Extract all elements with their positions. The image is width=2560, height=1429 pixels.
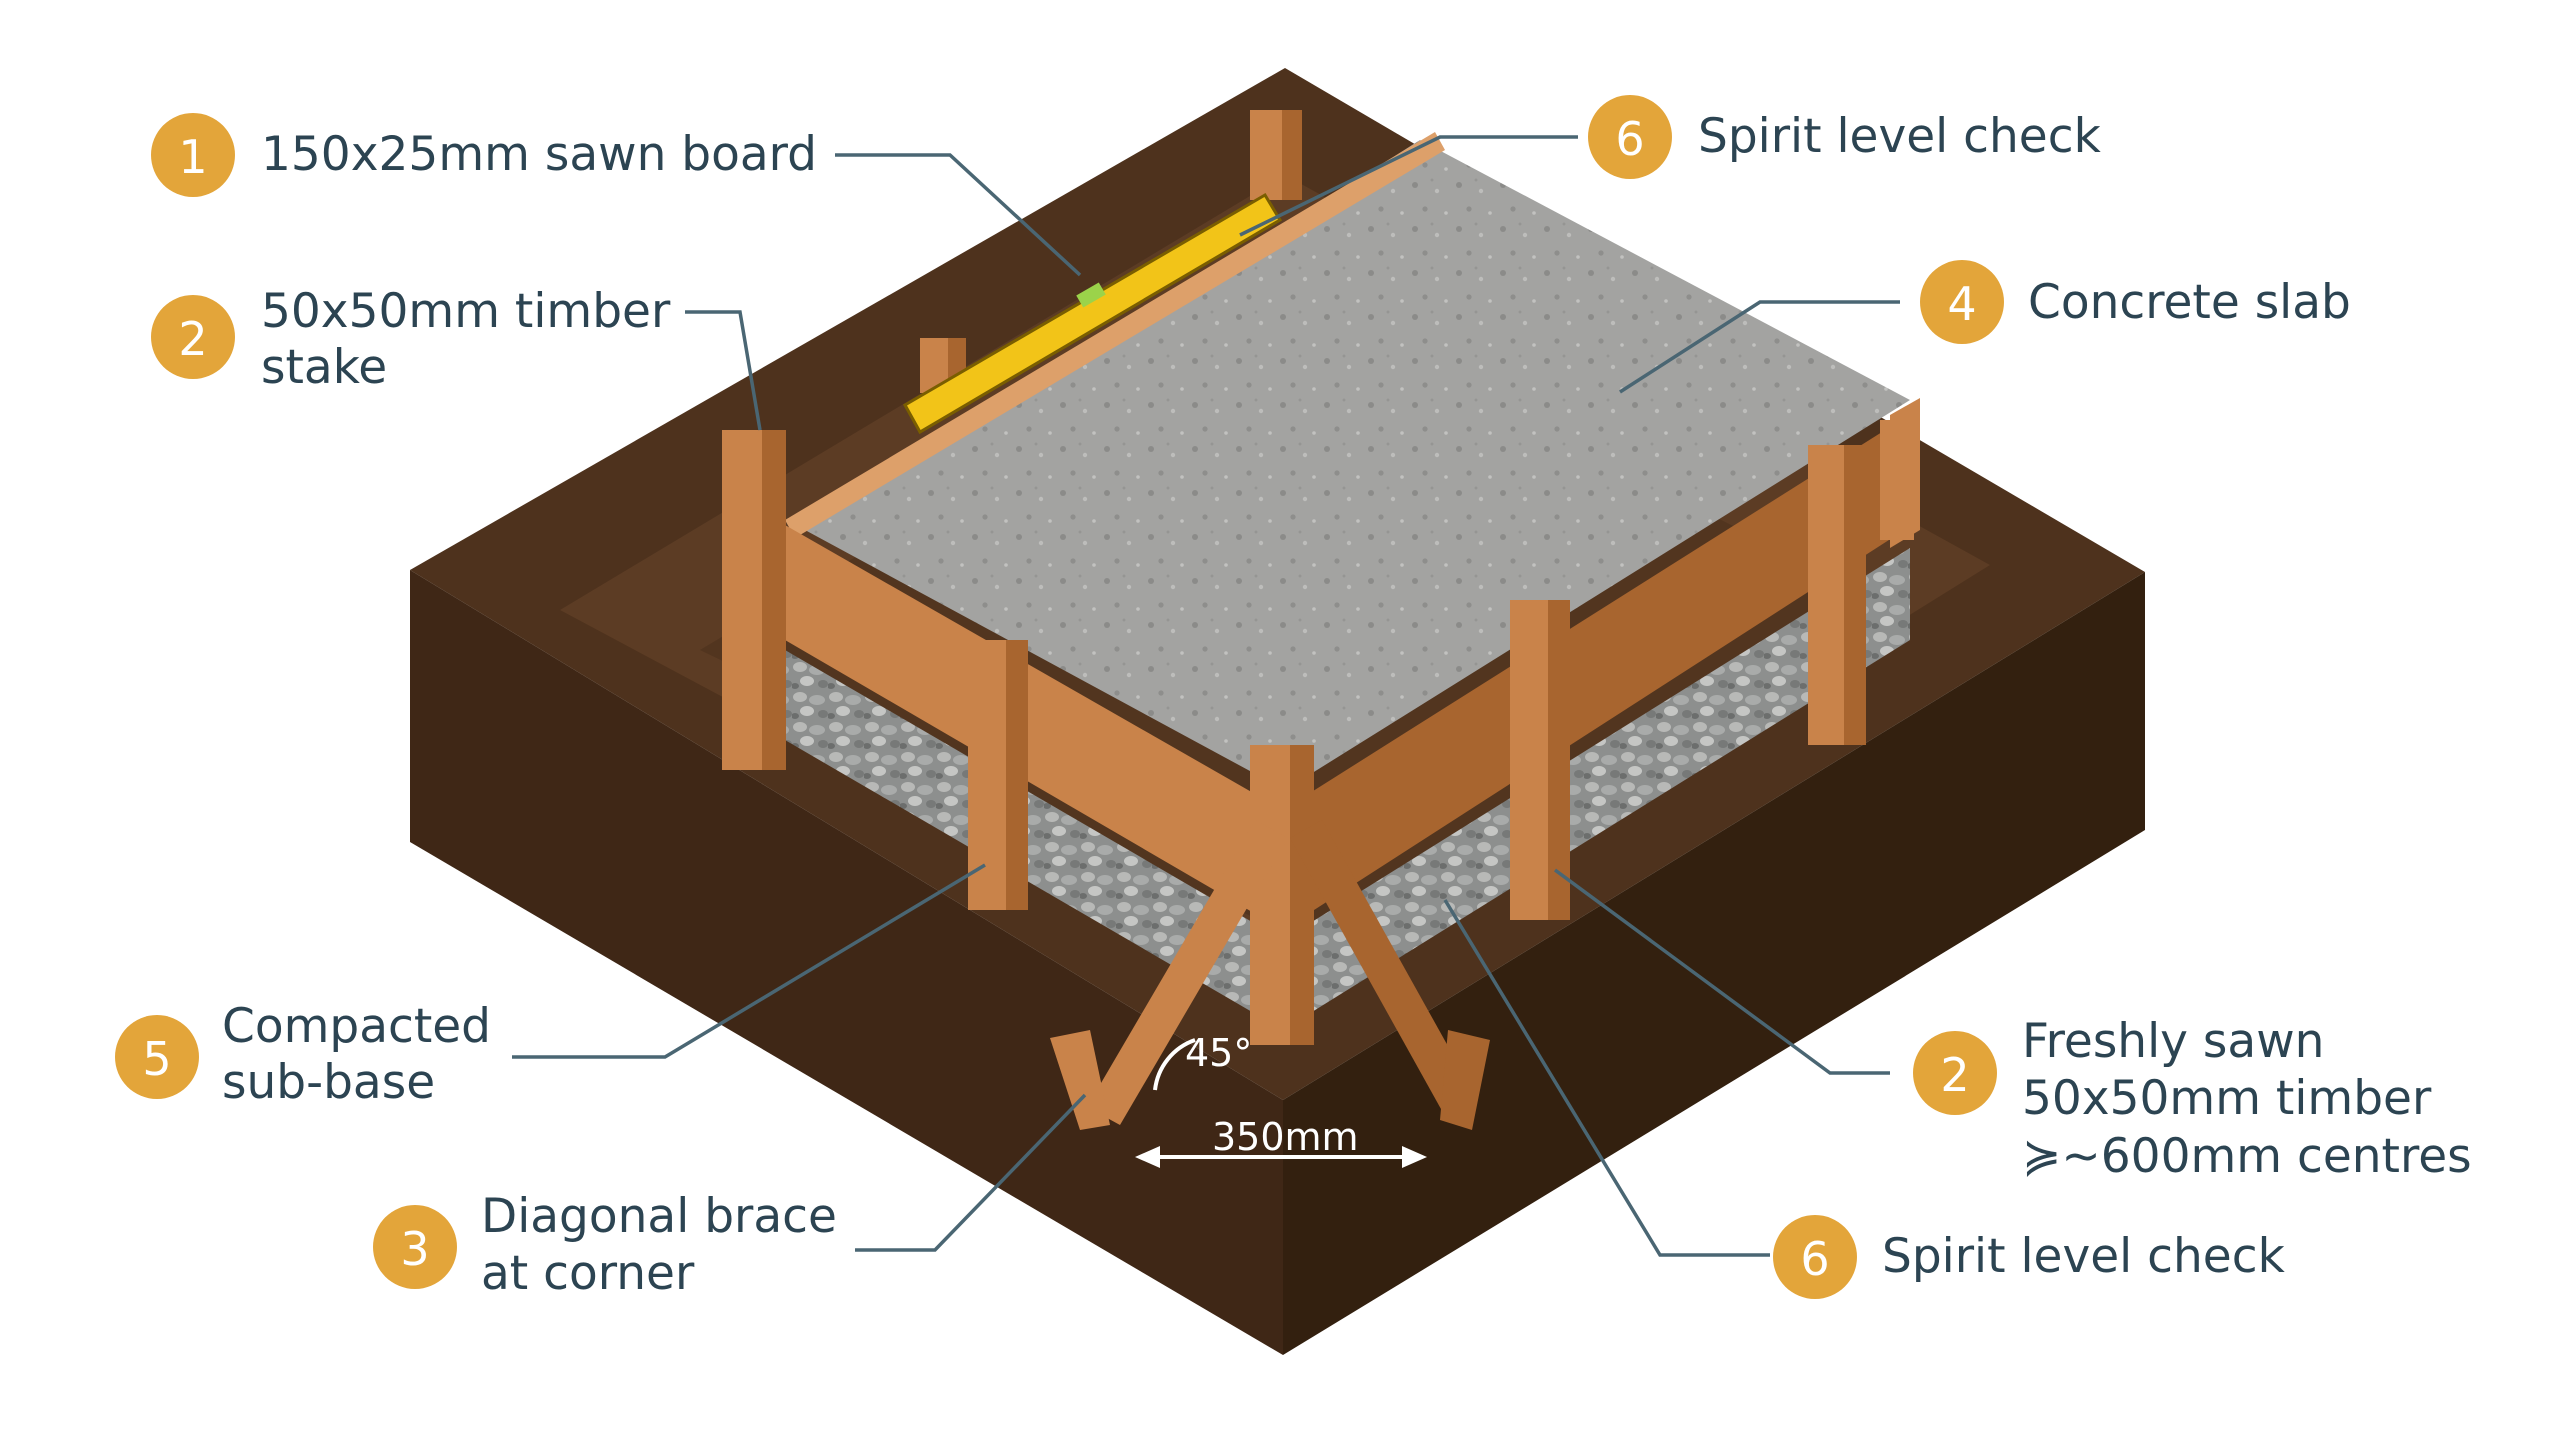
callout-4: 4 Concrete slab xyxy=(1920,260,2351,344)
callout-number: 6 xyxy=(1615,112,1644,166)
leader-c3 xyxy=(855,1093,1087,1252)
timber-stakes xyxy=(722,110,1914,1045)
leader-c2b xyxy=(1553,868,1890,1075)
ground-left-face xyxy=(410,570,1283,1355)
callout-number: 2 xyxy=(178,312,207,366)
callout-6b: 6 Spirit level check xyxy=(1773,1215,2286,1299)
angle-arc xyxy=(1153,1038,1196,1091)
callout-label: 50x50mm timber xyxy=(2022,1071,2432,1126)
callout-3: 3 Diagonal brace at corner xyxy=(373,1189,837,1301)
callout-label: stake xyxy=(261,340,387,395)
leader-c5 xyxy=(512,863,986,1059)
concrete-slab xyxy=(805,140,1910,790)
callout-number: 6 xyxy=(1800,1232,1829,1286)
slab-top xyxy=(805,140,1910,790)
leader-c1 xyxy=(835,153,1082,277)
brace-left xyxy=(1087,820,1288,1125)
callout-label: Spirit level check xyxy=(1882,1229,2286,1284)
sub-base-right-face xyxy=(1283,548,1910,1030)
length-arrow-right xyxy=(1402,1146,1427,1168)
callout-number: 5 xyxy=(142,1032,171,1086)
brace-foot-right xyxy=(1440,1030,1490,1130)
callout-label: ≽~600mm centres xyxy=(2022,1129,2472,1184)
sub-base xyxy=(785,548,1910,1030)
callout-5: 5 Compacted sub-base xyxy=(115,999,491,1110)
callout-2a: 2 50x50mm timber stake xyxy=(151,284,671,395)
callout-2b: 2 Freshly sawn 50x50mm timber ≽~600mm ce… xyxy=(1913,1014,2472,1184)
callout-label: Concrete slab xyxy=(2028,275,2351,330)
callout-label: Freshly sawn xyxy=(2022,1014,2324,1069)
callout-badge xyxy=(151,295,235,379)
callout-label: sub-base xyxy=(222,1055,435,1110)
ground-right-face xyxy=(1283,572,2145,1355)
callout-label: Compacted xyxy=(222,999,491,1054)
callout-number: 2 xyxy=(1940,1048,1969,1102)
callout-number: 3 xyxy=(400,1222,429,1276)
angle-label: 45° xyxy=(1185,1031,1252,1075)
stake-back xyxy=(1250,110,1302,200)
callout-badge xyxy=(1588,95,1672,179)
callout-badge xyxy=(115,1015,199,1099)
callout-badge xyxy=(373,1205,457,1289)
callout-badge xyxy=(151,113,235,197)
sawn-board-front-right xyxy=(1283,408,1920,930)
callout-number: 1 xyxy=(178,130,207,184)
stake-front-left xyxy=(968,640,1028,910)
spirit-level-vial xyxy=(1076,282,1106,308)
spirit-level xyxy=(902,192,1283,435)
leader-c6a xyxy=(1239,135,1578,237)
leader-c2a xyxy=(685,310,762,431)
callout-badge xyxy=(1920,260,2004,344)
sawn-board-front-left xyxy=(785,525,1283,930)
length-arrow-left xyxy=(1135,1146,1160,1168)
stake-right-end xyxy=(1880,420,1914,540)
length-label: 350mm xyxy=(1212,1115,1359,1159)
leader-c6b xyxy=(1443,899,1770,1257)
stake-left-corner xyxy=(722,430,786,770)
callout-label: Diagonal brace xyxy=(481,1189,837,1244)
leader-c4 xyxy=(1619,300,1900,394)
spirit-level-body xyxy=(902,192,1283,435)
callout-1: 1 150x25mm sawn board xyxy=(151,113,817,197)
callout-label: 150x25mm sawn board xyxy=(261,127,817,182)
brace-foot-left xyxy=(1050,1030,1110,1130)
sub-base-left-face xyxy=(785,650,1283,1030)
sawn-board-back xyxy=(785,132,1445,538)
stake-right xyxy=(1808,445,1866,745)
callout-label: 50x50mm timber xyxy=(261,284,671,339)
callout-6a: 6 Spirit level check xyxy=(1588,95,2102,179)
callout-label: Spirit level check xyxy=(1698,109,2102,164)
callout-label: at corner xyxy=(481,1246,695,1301)
dimension-annotations: 45° 350mm xyxy=(1135,1031,1427,1168)
callout-badge xyxy=(1913,1031,1997,1115)
callout-badge xyxy=(1773,1215,1857,1299)
diagonal-braces xyxy=(1050,820,1490,1130)
stake-corner xyxy=(1250,745,1314,1045)
stake-front-right xyxy=(1510,600,1570,920)
leader-lines xyxy=(512,135,1900,1257)
brace-right xyxy=(1290,820,1478,1118)
callout-number: 4 xyxy=(1947,277,1976,331)
